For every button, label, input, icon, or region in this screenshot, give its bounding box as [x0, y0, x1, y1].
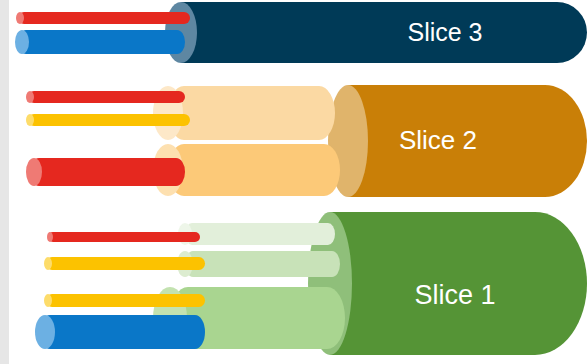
wire-cap	[26, 91, 34, 103]
wire-body	[18, 30, 185, 54]
red-wire	[26, 158, 185, 186]
slice-label: Slice 1	[414, 280, 495, 311]
wire-body	[48, 232, 200, 242]
inner-tube	[178, 223, 335, 245]
wire-body	[18, 12, 190, 24]
wire-cap	[44, 257, 52, 270]
cylinder-body	[181, 2, 587, 63]
red-wire	[47, 232, 200, 242]
wire-body	[40, 315, 205, 349]
cylinder-body	[348, 85, 587, 197]
tube-body	[168, 144, 340, 196]
wire-body	[30, 158, 185, 186]
wire-cap	[26, 114, 34, 126]
cable-slice: Slice 1	[308, 212, 587, 355]
cylinder-face	[308, 212, 352, 355]
cable-slice: Slice 3	[165, 2, 587, 63]
wire-body	[46, 257, 205, 270]
slice-label: Slice 3	[407, 18, 482, 47]
cylinder-face	[328, 85, 368, 197]
tube-cap	[153, 287, 187, 349]
cylinder-body	[330, 212, 587, 355]
blue-wire	[15, 30, 185, 54]
tube-body	[168, 86, 335, 140]
tube-cap	[177, 251, 193, 277]
yellow-wire	[26, 114, 190, 126]
cable-cylinder	[165, 2, 587, 63]
slice-label: Slice 2	[399, 125, 477, 156]
wire-body	[46, 294, 205, 307]
inner-tube	[153, 144, 340, 196]
yellow-wire	[44, 257, 205, 270]
tube-cap	[153, 86, 183, 140]
wire-cap	[47, 232, 53, 242]
cable-slice: Slice 2	[328, 85, 587, 197]
wire-body	[28, 91, 185, 103]
red-wire	[16, 12, 190, 24]
tube-cap	[153, 144, 183, 196]
wire-cap	[35, 315, 55, 349]
blue-wire	[35, 315, 205, 349]
side-strip	[0, 0, 9, 364]
wire-cap	[44, 294, 52, 307]
tube-cap	[178, 223, 192, 245]
wire-cap	[15, 30, 29, 54]
inner-tube	[153, 86, 335, 140]
red-wire	[26, 91, 185, 103]
cylinder-face	[165, 2, 197, 63]
wire-body	[28, 114, 190, 126]
wire-cap	[16, 12, 24, 24]
yellow-wire	[44, 294, 205, 307]
wire-cap	[26, 158, 42, 186]
